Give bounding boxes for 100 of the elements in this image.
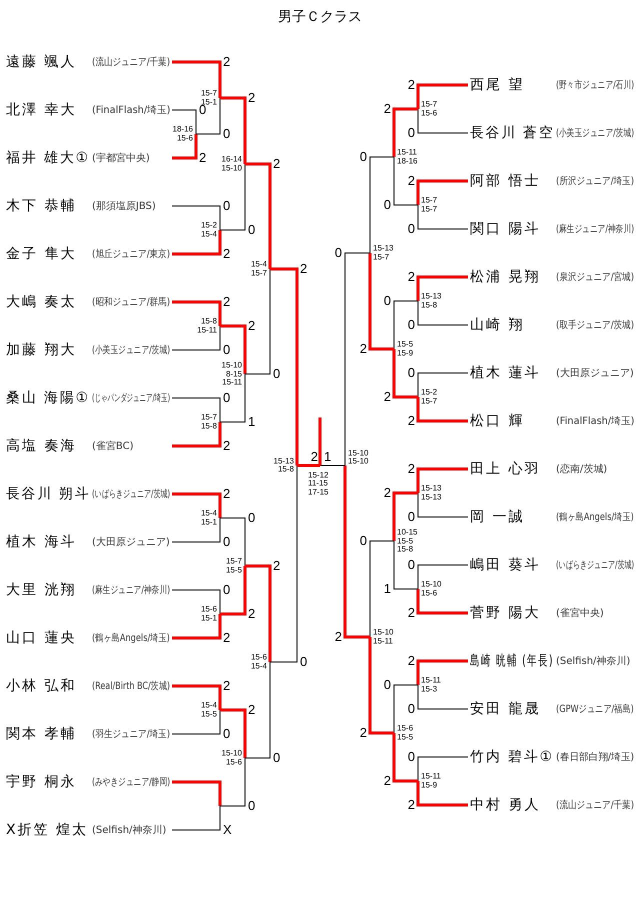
club-name: (いばらきジュニア/茨城) [556, 558, 634, 572]
match-score: 15-13 15-7 [373, 244, 394, 262]
games-won: 2 [384, 390, 391, 404]
match-score: 15-11 15-3 [421, 676, 441, 694]
player-name: 松浦 晃翔 [470, 268, 540, 286]
player-name: 島崎 晄輔 (年長) [470, 652, 554, 670]
games-won: 2 [334, 630, 342, 644]
games-won: 2 [360, 726, 367, 740]
club-name: (雀宮中央) [556, 606, 604, 620]
title: 男子Ｃクラス [277, 8, 363, 26]
player-name: X折笠 煌太 [6, 821, 88, 839]
club-name: (小美玉ジュニア/茨城) [92, 344, 170, 357]
player-name: 小林 弘和 [6, 677, 76, 695]
match-score: 15-7 15-1 [200, 90, 217, 106]
club-name: (麻生ジュニア/神奈川) [556, 222, 634, 236]
games-won: 2 [408, 798, 415, 812]
player-name: 長谷川 蒼空 [470, 124, 554, 142]
games-won: 2 [223, 247, 230, 261]
games-won: 2 [408, 414, 415, 428]
match-score: 15-7 15-6 [421, 100, 438, 118]
match-score: 15-4 15-5 [200, 702, 217, 718]
match-score: 15-11 18-16 [397, 148, 418, 166]
games-won: 1 [384, 582, 391, 596]
games-won: 2 [310, 450, 318, 464]
club-name: (FinalFlash/埼玉) [556, 415, 634, 428]
games-won: 0 [408, 558, 415, 572]
games-won: 0 [360, 534, 367, 548]
player-name: 竹内 碧斗① [470, 748, 554, 766]
club-name: (じゃパンダジュニア/埼玉) [92, 392, 170, 405]
club-name: (那須塩原JBS) [92, 200, 156, 213]
player-name: 菅野 陽大 [470, 604, 540, 622]
games-won: 2 [248, 91, 256, 105]
club-name: (宇都宮中央) [92, 152, 150, 165]
player-name: 大嶋 奏太 [6, 293, 76, 311]
match-score: 15-12 11-15 17-15 [308, 470, 328, 496]
player-name: 阿部 悟士 [470, 172, 540, 190]
games-won: 0 [384, 294, 391, 308]
games-won: 2 [408, 654, 415, 668]
games-won: 0 [248, 511, 256, 525]
games-won: 0 [408, 318, 415, 332]
club-name: (大田原ジュニア) [92, 536, 170, 549]
games-won: 0 [408, 510, 415, 524]
games-won: 2 [223, 487, 230, 501]
games-won: 0 [273, 751, 280, 765]
player-name: 中村 勇人 [470, 796, 540, 814]
player-name: 高塩 奏海 [6, 437, 76, 455]
player-name: 福井 雄大① [6, 149, 90, 167]
player-name: 田上 心羽 [470, 460, 540, 478]
club-name: (いばらきジュニア/茨城) [92, 488, 170, 501]
games-won: 0 [248, 799, 256, 813]
match-score: 15-10 15-6 [421, 580, 442, 598]
games-won: 2 [273, 157, 280, 171]
match-score: 15-2 15-4 [200, 222, 217, 238]
match-score: 15-7 15-7 [421, 196, 438, 214]
club-name: (Real/Birth BC/茨城) [92, 680, 170, 693]
match-score: 15-5 15-9 [397, 340, 414, 358]
player-name: 加藤 翔大 [6, 341, 76, 359]
club-name: (春日部白翔/埼玉) [556, 750, 634, 764]
match-score: 15-4 15-1 [200, 510, 217, 526]
games-won: 0 [300, 655, 308, 669]
club-name: (Selfish/神奈川) [92, 824, 166, 837]
match-score: 15-13 15-13 [421, 484, 442, 502]
club-name: (取手ジュニア/茨城) [556, 318, 634, 332]
player-name: 宇野 桐永 [6, 773, 76, 791]
games-won: 0 [223, 583, 230, 597]
games-won: 0 [223, 127, 230, 141]
match-score: 15-13 15-8 [421, 292, 442, 310]
club-name: (大田原ジュニア) [556, 366, 634, 380]
player-name: 関本 孝輔 [6, 725, 76, 743]
games-won: 0 [384, 678, 391, 692]
games-won: 0 [408, 750, 415, 764]
games-won: 2 [408, 270, 415, 284]
match-score: 15-6 15-1 [200, 606, 217, 622]
club-name: (泉沢ジュニア/宮城) [556, 270, 634, 284]
games-won: 0 [223, 727, 230, 741]
games-won: 2 [248, 607, 256, 621]
games-won: 2 [384, 486, 391, 500]
games-won: 0 [223, 343, 230, 357]
games-won: 2 [408, 606, 415, 620]
games-won: 2 [408, 174, 415, 188]
player-name: 嶋田 葵斗 [470, 556, 540, 574]
match-score: 15-7 15-5 [226, 558, 242, 574]
games-won: 0 [223, 199, 230, 213]
games-won: 0 [273, 367, 280, 381]
match-score: 15-4 15-7 [250, 260, 267, 278]
club-name: (GPWジュニア/福島) [556, 702, 634, 716]
match-score: 15-10 15-11 [373, 628, 394, 646]
games-won: 0 [408, 702, 415, 716]
games-won: 0 [223, 391, 230, 405]
match-score: 15-10 8-15 15-11 [222, 361, 242, 387]
match-score: 15-10 15-6 [222, 750, 242, 766]
games-won: 0 [223, 535, 230, 549]
player-name: 北澤 幸大 [6, 101, 76, 119]
games-won: 2 [223, 679, 230, 693]
club-name: (恋南/茨城) [556, 462, 608, 476]
club-name: (羽生ジュニア/埼玉) [92, 728, 170, 741]
club-name: (所沢ジュニア/埼玉) [556, 174, 634, 188]
match-score: 18-16 15-6 [172, 126, 193, 142]
player-name: 山口 蓮央 [6, 629, 76, 647]
match-score: 15-11 15-9 [421, 772, 441, 790]
